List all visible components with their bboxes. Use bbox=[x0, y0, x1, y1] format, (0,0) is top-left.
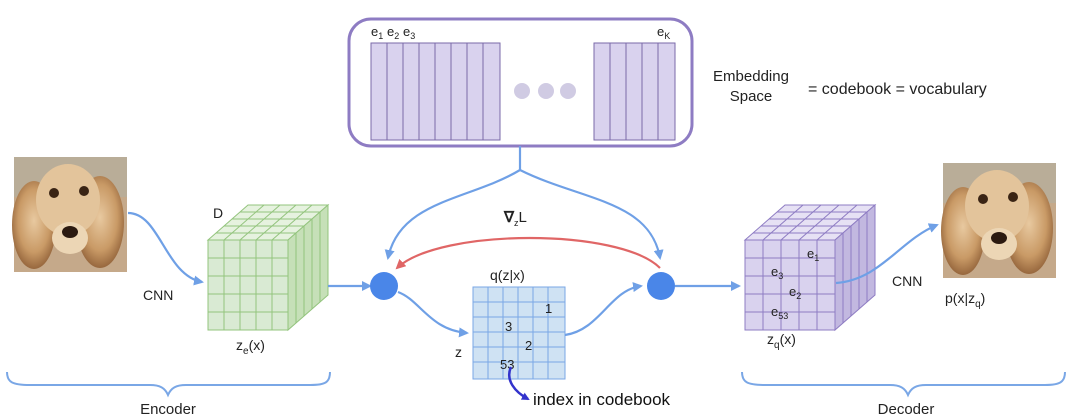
arrow-embedding-to-left-node bbox=[384, 169, 521, 260]
embedding-space-title-line2: Space bbox=[730, 88, 773, 105]
posterior-value-53: 53 bbox=[500, 357, 514, 372]
embedding-space: e1 e2 e3 eK bbox=[347, 17, 694, 148]
encoder-depth-label: D bbox=[213, 205, 223, 221]
index-note-arrow bbox=[508, 366, 530, 401]
decoder-brace bbox=[741, 371, 1066, 398]
decoder-code-e1: e1 bbox=[807, 246, 819, 263]
arrow-embedding-to-right-node bbox=[519, 169, 664, 260]
gradient-arrow bbox=[395, 236, 661, 270]
posterior-grid bbox=[472, 286, 566, 380]
encoder-brace bbox=[6, 371, 331, 398]
zq-label: zq(x) bbox=[767, 331, 796, 351]
encoder-brace-label: Encoder bbox=[140, 401, 196, 417]
decoder-code-e53: e53 bbox=[771, 304, 788, 321]
px-label: p(x|zq) bbox=[945, 290, 985, 310]
ellipsis-dot-3 bbox=[560, 83, 576, 99]
flow-arrows bbox=[127, 146, 939, 338]
output-image bbox=[941, 163, 1056, 278]
codebook-block-right bbox=[593, 42, 676, 141]
ze-label: ze(x) bbox=[236, 337, 265, 357]
decoder-feature-cube bbox=[743, 203, 877, 332]
codebook-equation: = codebook = vocabulary bbox=[808, 81, 987, 98]
posterior-z-label: z bbox=[455, 344, 462, 360]
posterior-value-2: 2 bbox=[525, 338, 532, 353]
code-e3-label: e3 bbox=[403, 24, 415, 41]
arrow-image-to-encoder bbox=[127, 211, 204, 286]
code-ek-label: eK bbox=[657, 24, 670, 41]
input-image bbox=[12, 157, 127, 272]
encoder-cnn-label: CNN bbox=[143, 287, 173, 303]
code-e2-label: e2 bbox=[387, 24, 399, 41]
arrow-node-to-posterior bbox=[397, 290, 469, 338]
arrow-decoder-to-output bbox=[835, 223, 939, 285]
posterior-value-1: 1 bbox=[545, 301, 552, 316]
arrow-posterior-to-node bbox=[564, 282, 643, 337]
posterior-value-3: 3 bbox=[505, 319, 512, 334]
codebook-right-columns bbox=[609, 43, 659, 140]
quantize-output-node bbox=[647, 272, 675, 300]
code-e1-label: e1 bbox=[371, 24, 383, 41]
embedding-space-title-line1: Embedding bbox=[713, 68, 789, 85]
decoder-brace-label: Decoder bbox=[878, 401, 935, 417]
codebook-left-columns bbox=[386, 43, 484, 140]
gradient-label: ∇zL bbox=[503, 209, 527, 228]
ellipsis-dot-2 bbox=[538, 83, 554, 99]
encoder-feature-cube bbox=[206, 203, 330, 332]
ellipsis-dot-1 bbox=[514, 83, 530, 99]
quantize-input-node bbox=[370, 272, 398, 300]
decoder-code-e3: e3 bbox=[771, 264, 783, 281]
decoder-cnn-label: CNN bbox=[892, 273, 922, 289]
decoder-code-e2: e2 bbox=[789, 284, 801, 301]
index-note-label: index in codebook bbox=[533, 390, 671, 409]
posterior-label: q(z|x) bbox=[490, 267, 525, 283]
